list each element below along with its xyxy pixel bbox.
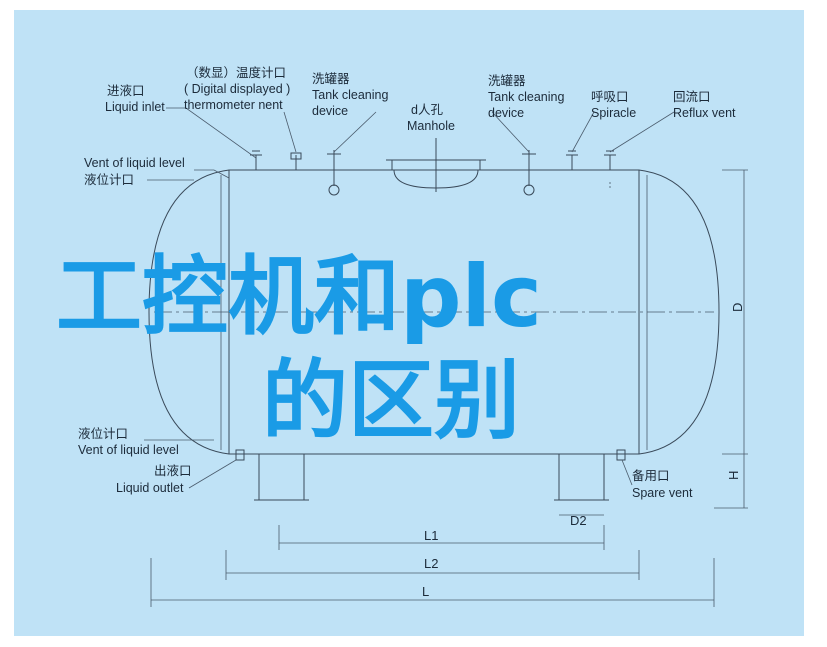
cleaning1-label-en2: device [312, 104, 348, 118]
thermometer-label-en1: ( Digital displayed ) [184, 82, 290, 96]
spare-label-cn: 备用口 [632, 469, 670, 483]
leader-lines [144, 107, 675, 489]
tank-body [148, 169, 720, 455]
dimension-d2: D2 [570, 513, 587, 528]
dimension-lines [150, 169, 748, 607]
dimension-l2: L2 [424, 556, 438, 571]
top-nozzles [250, 138, 616, 196]
thermometer-label-cn: （数显）温度计口 [186, 65, 286, 80]
manhole-label-cn: d人孔 [411, 103, 443, 117]
overlay-title-line2: 的区别 [262, 351, 520, 451]
overlay-title-line1: 工控机和plc [56, 247, 542, 347]
inlet-label-cn: 进液口 [107, 83, 145, 98]
diagram-canvas: 进液口 Liquid inlet （数显）温度计口 ( Digital disp… [14, 10, 804, 636]
reflux-label-cn: 回流口 [673, 90, 711, 104]
outlet-label-en: Liquid outlet [116, 481, 184, 495]
dimension-h: H [726, 471, 741, 480]
tank-diagram: 进液口 Liquid inlet （数显）温度计口 ( Digital disp… [56, 65, 748, 607]
reflux-label-en: Reflux vent [673, 106, 736, 120]
inlet-label-en: Liquid inlet [105, 100, 165, 114]
cleaning1-label-en1: Tank cleaning [312, 88, 388, 102]
dimension-d: D [730, 303, 745, 312]
cleaning2-label-cn: 洗罐器 [488, 74, 526, 88]
cleaning2-label-en2: device [488, 106, 524, 120]
vent-top-label-cn: 液位计口 [84, 172, 134, 187]
spare-label-en: Spare vent [632, 486, 693, 500]
thermometer-label-en2: thermometer nent [184, 98, 283, 112]
vent-top-label-en: Vent of liquid level [84, 156, 185, 170]
cleaning2-label-en1: Tank cleaning [488, 90, 564, 104]
dimension-l1: L1 [424, 528, 438, 543]
bottom-nozzles [235, 449, 626, 501]
manhole-label-en: Manhole [407, 119, 455, 133]
vent-bottom-label-cn: 液位计口 [78, 426, 128, 441]
cleaning1-label-cn: 洗罐器 [312, 72, 350, 86]
spiracle-label-en: Spiracle [591, 106, 636, 120]
outlet-label-cn: 出液口 [154, 463, 192, 478]
dimension-l: L [422, 584, 429, 599]
spiracle-label-cn: 呼吸口 [591, 90, 629, 104]
vent-bottom-label-en: Vent of liquid level [78, 443, 179, 457]
